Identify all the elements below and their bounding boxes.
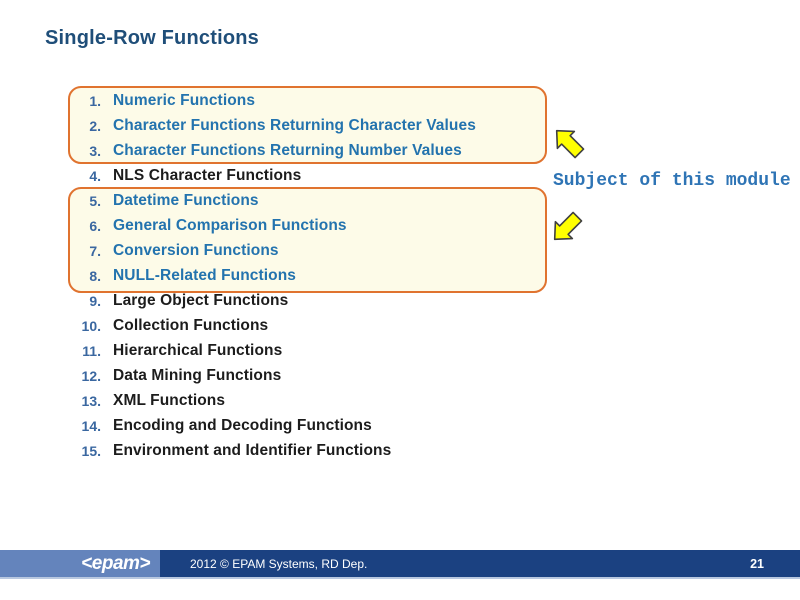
list-item-number: 3. xyxy=(89,142,101,159)
list-item-label: Datetime Functions xyxy=(113,191,259,209)
list-item-label: Character Functions Returning Number Val… xyxy=(113,141,462,159)
list-item-label: Large Object Functions xyxy=(113,291,289,309)
list-item: 15. Environment and Identifier Functions xyxy=(0,438,476,463)
list-item: 10. Collection Functions xyxy=(0,313,476,338)
list-item: 8. NULL-Related Functions xyxy=(0,263,476,288)
list-item-number: 8. xyxy=(89,267,101,284)
list-item: 11. Hierarchical Functions xyxy=(0,338,476,363)
list-item-number: 6. xyxy=(89,217,101,234)
list-item-number: 11. xyxy=(82,342,101,359)
page-title: Single-Row Functions xyxy=(45,27,259,49)
list-item: 12. Data Mining Functions xyxy=(0,363,476,388)
highlight-box-top xyxy=(68,86,547,164)
footer-logo-section: <epam> xyxy=(0,550,160,577)
list-item-number: 1. xyxy=(89,92,101,109)
list-item-label: Conversion Functions xyxy=(113,241,279,259)
list-item-label: NLS Character Functions xyxy=(113,166,302,184)
list-item-label: Collection Functions xyxy=(113,316,269,334)
list-item: 2. Character Functions Returning Characte… xyxy=(0,113,476,138)
list-item: 6. General Comparison Functions xyxy=(0,213,476,238)
list-item-label: NULL-Related Functions xyxy=(113,266,297,284)
list-item-number: 13. xyxy=(81,392,101,409)
footer-main-section: 2012 © EPAM Systems, RD Dep. 21 xyxy=(160,550,800,577)
list-item-number: 4. xyxy=(89,167,101,184)
page-number: 21 xyxy=(750,556,764,571)
list-item: 3. Character Functions Returning Number V… xyxy=(0,138,476,163)
epam-logo: <epam> xyxy=(81,552,150,574)
list-item-number: 12. xyxy=(81,367,101,384)
list-item: 13. XML Functions xyxy=(0,388,476,413)
footer-bar: <epam> 2012 © EPAM Systems, RD Dep. 21 xyxy=(0,550,800,579)
list-item-label: Character Functions Returning Character … xyxy=(113,116,476,134)
list-item-number: 7. xyxy=(89,242,101,259)
list-item: 7. Conversion Functions xyxy=(0,238,476,263)
list-item-label: Data Mining Functions xyxy=(113,366,282,384)
list-item-number: 5. xyxy=(89,192,101,209)
arrow-up-left-icon xyxy=(555,129,585,159)
list-item-label: Hierarchical Functions xyxy=(113,341,283,359)
list-item: 5. Datetime Functions xyxy=(0,188,476,213)
list-item: 4. NLS Character Functions xyxy=(0,163,476,188)
list-item-number: 14. xyxy=(81,417,101,434)
list-item: 1. Numeric Functions xyxy=(0,88,476,113)
list-item-label: Encoding and Decoding Functions xyxy=(113,416,372,434)
list-item-number: 9. xyxy=(89,292,101,309)
list-item-number: 15. xyxy=(81,442,101,459)
list-item-number: 2. xyxy=(89,117,101,134)
list-item-number: 10. xyxy=(81,317,101,334)
list-item-label: Numeric Functions xyxy=(113,91,256,109)
list-item-label: Environment and Identifier Functions xyxy=(113,441,392,459)
function-list: 1. Numeric Functions 2. Character Function… xyxy=(0,88,476,463)
arrow-down-left-icon xyxy=(553,211,583,241)
list-item-label: General Comparison Functions xyxy=(113,216,347,234)
highlight-box-bottom xyxy=(68,187,547,293)
annotation-label: Subject of this module xyxy=(553,171,791,191)
list-item-label: XML Functions xyxy=(113,391,226,409)
list-item: 9. Large Object Functions xyxy=(0,288,476,313)
list-item: 14. Encoding and Decoding Functions xyxy=(0,413,476,438)
copyright-text: 2012 © EPAM Systems, RD Dep. xyxy=(190,556,368,571)
